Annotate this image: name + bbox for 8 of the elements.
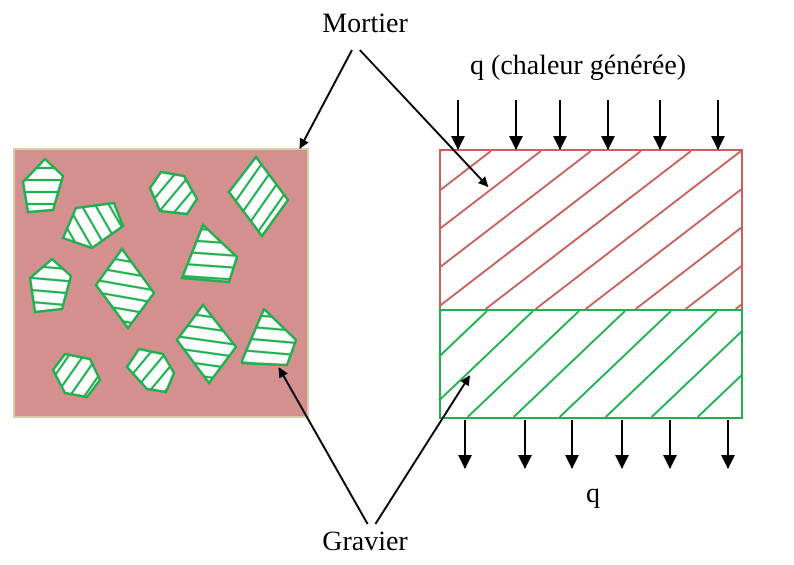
heat-flux-label: q xyxy=(586,478,600,510)
arrow xyxy=(359,49,488,187)
arrow xyxy=(374,375,470,525)
part-label: Gravier xyxy=(300,526,430,565)
heat-flux-label: q (chaleur générée) xyxy=(470,50,686,82)
arrow xyxy=(299,50,353,149)
part-label: Mortier xyxy=(300,8,430,48)
arrow xyxy=(278,367,368,524)
